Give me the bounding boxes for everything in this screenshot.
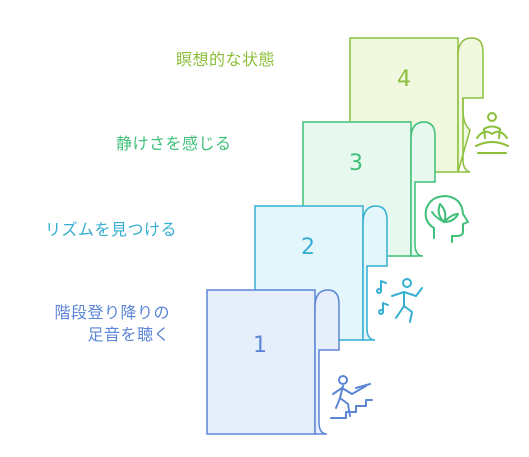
step-3-label: 静けさを感じる <box>116 134 232 153</box>
step-4-number: 4 <box>397 67 411 92</box>
meditation-icon <box>475 112 509 154</box>
dancing-person-icon <box>376 278 423 323</box>
step-3-number: 3 <box>349 151 363 176</box>
step-1-number: 1 <box>253 333 267 358</box>
mind-leaf-icon <box>424 195 469 243</box>
step-2-label: リズムを見つける <box>45 220 178 239</box>
step-1-label: 階段登り降りの 足音を聴く <box>54 303 170 344</box>
step-2-number: 2 <box>301 235 315 260</box>
step-4-label: 瞑想的な状態 <box>176 50 276 69</box>
walking-up-stairs-icon <box>330 375 373 419</box>
step-1-scroll <box>206 289 340 435</box>
